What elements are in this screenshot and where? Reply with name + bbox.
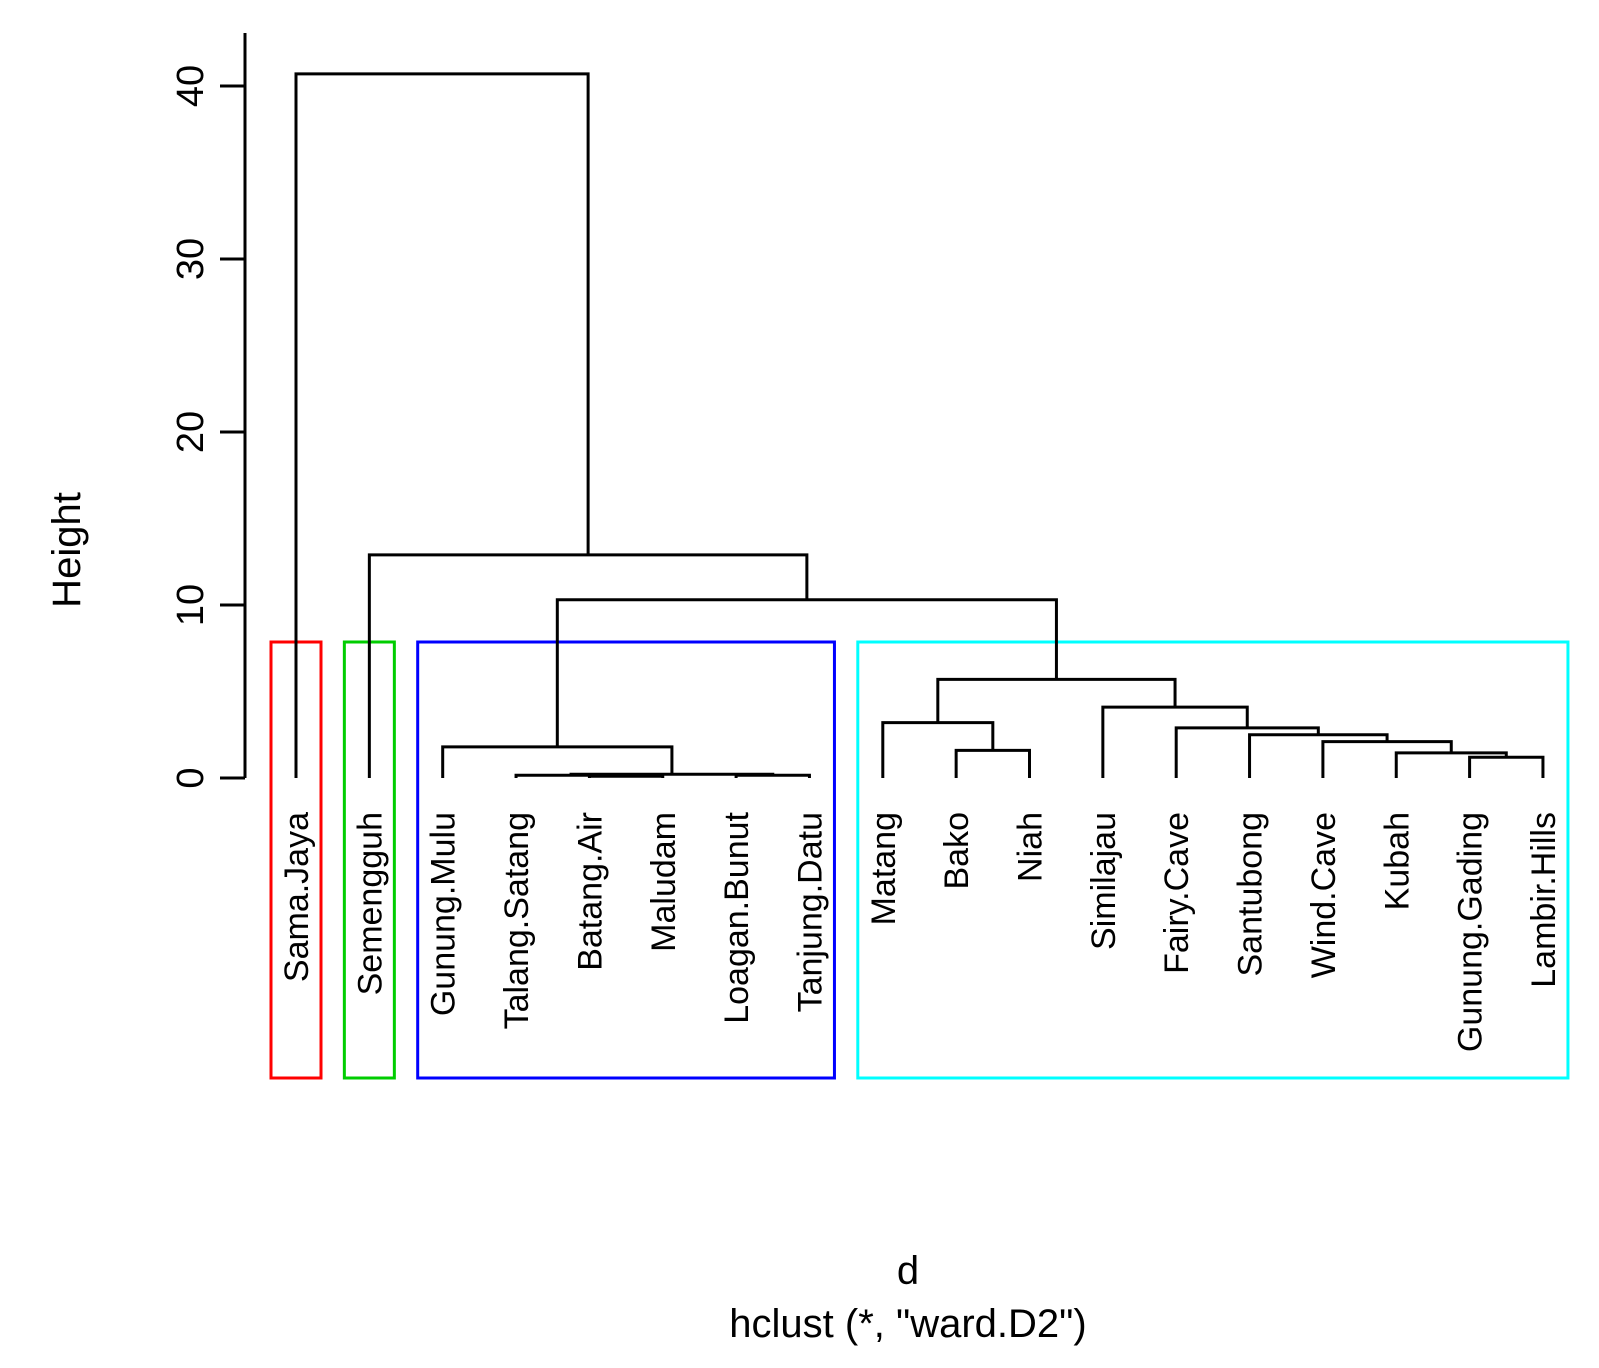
cluster-boxes bbox=[269, 640, 1570, 1080]
leaf-label-bako: Bako bbox=[938, 812, 976, 890]
y-axis-tick-label: 30 bbox=[170, 238, 212, 280]
y-axis-tick-label: 10 bbox=[170, 584, 212, 626]
dendrogram-branch-n8 bbox=[1468, 755, 1545, 778]
y-axis-tick-label: 40 bbox=[170, 65, 212, 107]
cluster-box-blue-cluster bbox=[416, 640, 836, 1080]
y-axis bbox=[220, 33, 247, 780]
dendrogram-branch-n15 bbox=[555, 598, 1058, 747]
leaf-label-kubah: Kubah bbox=[1378, 812, 1416, 910]
leaf-label-sama-jaya: Sama.Jaya bbox=[278, 812, 316, 982]
leaf-label-gunung-gading: Gunung.Gading bbox=[1452, 812, 1490, 1052]
dendrogram-branch-n14 bbox=[936, 677, 1177, 723]
leaf-label-lambir-hills: Lambir.Hills bbox=[1525, 812, 1563, 988]
x-axis-title: d bbox=[897, 1249, 919, 1293]
cluster-box-cyan-cluster bbox=[856, 640, 1570, 1080]
leaf-label-similajau: Similajau bbox=[1085, 812, 1123, 950]
hclust-subtitle: hclust (*, "ward.D2") bbox=[729, 1302, 1086, 1346]
leaf-label-matang: Matang bbox=[865, 812, 903, 925]
leaf-label-santubong: Santubong bbox=[1232, 812, 1270, 977]
y-axis-title: Height bbox=[45, 492, 89, 608]
leaf-label-semengguh: Semengguh bbox=[351, 812, 389, 995]
leaf-label-gunung-mulu: Gunung.Mulu bbox=[425, 812, 463, 1016]
leaf-label-batang-air: Batang.Air bbox=[571, 812, 609, 971]
leaf-label-fairy-cave: Fairy.Cave bbox=[1158, 812, 1196, 974]
leaf-label-maludam: Maludam bbox=[645, 812, 683, 952]
y-axis-tick-label: 0 bbox=[170, 767, 212, 788]
leaf-label-niah: Niah bbox=[1012, 812, 1050, 882]
leaf-label-wind-cave: Wind.Cave bbox=[1305, 812, 1343, 978]
leaf-label-loagan-bunut: Loagan.Bunut bbox=[718, 811, 756, 1023]
dendrogram-branches bbox=[294, 72, 1545, 778]
leaf-label-tanjung-datu: Tanjung.Datu bbox=[791, 812, 829, 1012]
dendrogram-branch-n4 bbox=[569, 772, 775, 776]
dendrogram-branch-n6 bbox=[954, 748, 1031, 778]
leaf-label-talang-satang: Talang.Satang bbox=[498, 812, 536, 1029]
dendrogram-branch-n16 bbox=[367, 553, 809, 778]
dendrogram-branch-n10 bbox=[1321, 740, 1453, 778]
dendrogram-branch-root bbox=[294, 72, 590, 778]
y-axis-tick-label: 20 bbox=[170, 411, 212, 453]
